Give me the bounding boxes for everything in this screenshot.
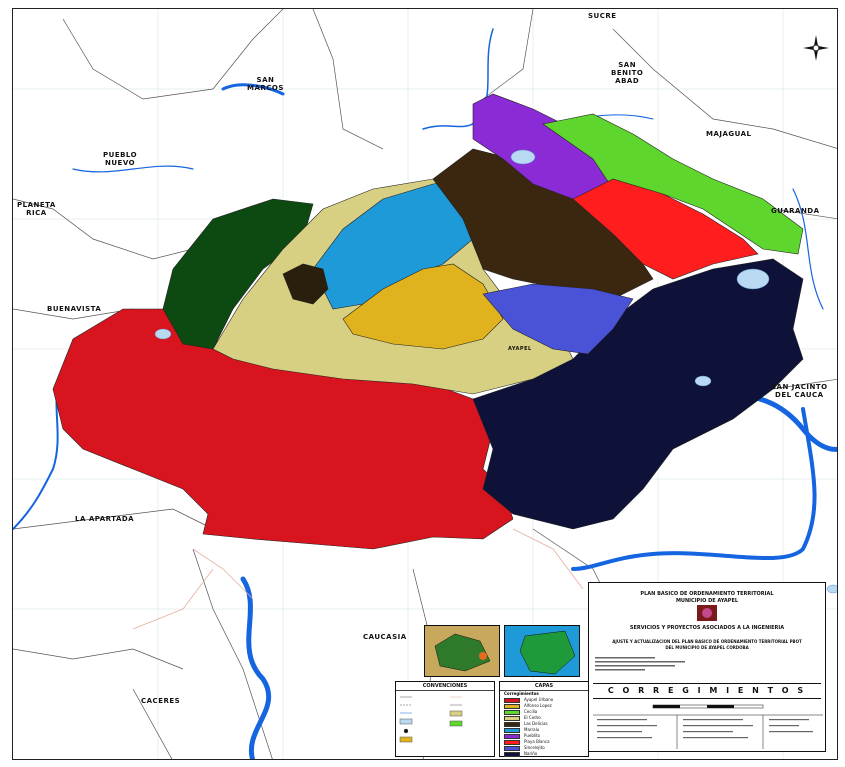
- label-planeta-rica: PLANETA RICA: [17, 201, 56, 217]
- legend-swatch: [504, 746, 520, 751]
- legend-label: Playa Blanca: [524, 739, 550, 744]
- legend-swatch: [504, 704, 520, 709]
- title-subtitle: SERVICIOS Y PROYECTOS ASOCIADOS A LA ING…: [629, 625, 785, 631]
- conventions-title: CONVENCIONES: [396, 682, 494, 691]
- legend-label: Alfonso Lopez: [524, 703, 552, 708]
- label-san-marcos: SAN MARCOS: [247, 76, 284, 92]
- notes-block: [595, 657, 685, 671]
- legend-label: Marralu: [524, 727, 540, 732]
- legend-item: Nariño: [504, 751, 570, 758]
- label-caceres: CACERES: [141, 697, 181, 705]
- label-guaranda: GUARANDA: [771, 207, 820, 215]
- label-san-benito-abad: SAN BENITO ABAD: [611, 61, 644, 85]
- legend-label: El Cedro: [524, 715, 541, 720]
- title-project: AJUSTE Y ACTUALIZACION DEL PLAN BASICO D…: [612, 639, 802, 644]
- region-blue-violet: [482, 283, 634, 355]
- legend-label: Pueblito: [524, 733, 541, 738]
- legend-item: Las Delicias: [504, 721, 570, 728]
- region-dark-green: [162, 198, 314, 350]
- title-line1: PLAN BASICO DE ORDENAMIENTO TERRITORIAL: [640, 591, 774, 597]
- title-project-line2: DEL MUNICIPIO DE AYAPEL CORDOBA: [665, 645, 749, 650]
- legend-item: El Cedro: [504, 715, 570, 722]
- roads: [132, 528, 584, 630]
- legend-swatch: [504, 722, 520, 727]
- legend-item: Alfonso Lopez: [504, 703, 570, 710]
- label-san-jacinto-del-cauca: SAN JACINTO DEL CAUCA: [771, 383, 828, 399]
- north-arrow-icon: [803, 35, 829, 61]
- scale-and-credits: [593, 704, 823, 749]
- inset-map-icon: [424, 625, 500, 677]
- conventions-symbols: [399, 696, 463, 743]
- legend-swatch: [504, 734, 520, 739]
- label-pueblo-nuevo: PUEBLO NUEVO: [103, 151, 138, 167]
- legend-label: Sincelejito: [524, 745, 545, 750]
- map-title: C O R R E G I M I E N T O S: [593, 683, 821, 699]
- legend-swatch: [504, 710, 520, 715]
- region-dark-spot: [282, 263, 329, 305]
- legend-label: Nariño: [524, 751, 538, 756]
- legend-item: Playa Blanca: [504, 739, 570, 746]
- map-canvas: [13, 9, 837, 759]
- corregimiento-polygons: [52, 93, 804, 550]
- legend-heading: Corregimientos: [504, 691, 539, 696]
- legend-title: CAPAS: [500, 682, 588, 691]
- legend-item: Pueblito: [504, 733, 570, 740]
- legend-label: Las Delicias: [524, 721, 548, 726]
- legend-item: Cecilia: [504, 709, 570, 716]
- legend-swatch: [504, 716, 520, 721]
- legend-swatch: [504, 698, 520, 703]
- title-block: PLAN BASICO DE ORDENAMIENTO TERRITORIAL …: [588, 582, 826, 752]
- legend-swatch: [504, 728, 520, 733]
- legend-swatch: [504, 740, 520, 745]
- legend-label: Ayapel Urbano: [524, 697, 554, 702]
- legend-item: Ayapel Urbano: [504, 697, 570, 704]
- logo-seal-icon: [697, 605, 717, 621]
- conventions-box: CONVENCIONES: [395, 681, 495, 757]
- label-buenavista: BUENAVISTA: [47, 305, 102, 313]
- label-caucasia: CAUCASIA: [363, 633, 407, 641]
- region-gold: [342, 263, 504, 350]
- label-ayapel: AYAPEL: [508, 346, 532, 352]
- inset-map-department: [504, 625, 580, 677]
- lakes: [154, 149, 837, 594]
- legend-swatch: [504, 752, 520, 757]
- legend-item: Marralu: [504, 727, 570, 734]
- region-bright-red: [572, 178, 759, 280]
- label-la-apartada: LA APARTADA: [75, 515, 135, 523]
- title-line2: MUNICIPIO DE AYAPEL: [675, 598, 739, 604]
- map-frame: SUCRE SAN MARCOS SAN BENITO ABAD MAJAGUA…: [12, 8, 838, 760]
- label-sucre: SUCRE: [588, 12, 617, 20]
- label-majagual: MAJAGUAL: [706, 130, 752, 138]
- legend-label: Cecilia: [524, 709, 538, 714]
- legend-item: Sincelejito: [504, 745, 570, 752]
